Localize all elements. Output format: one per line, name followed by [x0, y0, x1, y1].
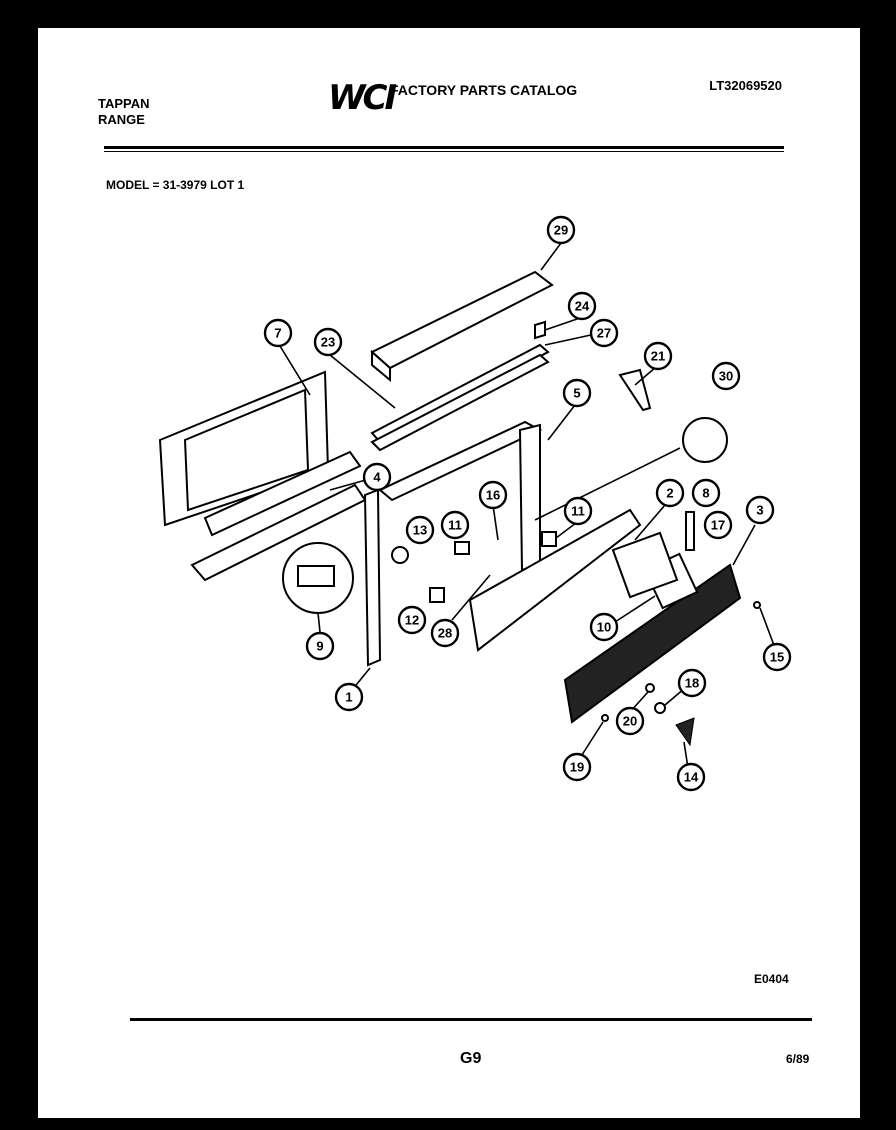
- part-9-block: [297, 565, 335, 587]
- part-2-panel: [468, 508, 642, 652]
- callout-14: 14: [676, 762, 706, 792]
- svg-text:9: 9: [316, 639, 323, 654]
- svg-text:28: 28: [438, 626, 452, 641]
- callout-11b: 11: [563, 496, 593, 526]
- callout-5: 5: [562, 378, 592, 408]
- callout-12: 12: [397, 605, 427, 635]
- callout-30: 30: [711, 361, 741, 391]
- part-15-screw: [753, 601, 761, 609]
- callout-2: 2: [655, 478, 685, 508]
- svg-text:3: 3: [756, 503, 763, 518]
- exploded-parts-diagram: 29 24 27 7 23 21 30 5 4 16 2 8 13 11 11 …: [158, 215, 792, 792]
- callout-8: 8: [691, 478, 721, 508]
- svg-text:8: 8: [702, 486, 709, 501]
- svg-text:13: 13: [413, 523, 427, 538]
- part-5-post: [518, 423, 541, 572]
- part-21-hook: [618, 368, 652, 412]
- svg-text:16: 16: [486, 488, 500, 503]
- part-12-switch: [429, 587, 445, 603]
- svg-text:12: 12: [405, 613, 419, 628]
- part-14-knob: [675, 717, 695, 747]
- wci-logo: WCI: [328, 78, 397, 118]
- part-20-washer: [645, 683, 655, 693]
- diagram-code: E0404: [754, 972, 789, 986]
- part-19-screw: [601, 714, 609, 722]
- callout-17: 17: [703, 510, 733, 540]
- part-27-rail-lower: [370, 353, 550, 452]
- header-rule-thin: [104, 151, 784, 152]
- svg-text:11: 11: [571, 504, 585, 519]
- callout-29: 29: [546, 215, 576, 245]
- svg-text:30: 30: [719, 369, 733, 384]
- callout-21: 21: [643, 341, 673, 371]
- brand-line1: TAPPAN: [98, 96, 150, 111]
- part-24-clip: [534, 320, 546, 340]
- callout-18: 18: [677, 668, 707, 698]
- callout-1: 1: [334, 682, 364, 712]
- callout-27: 27: [589, 318, 619, 348]
- callout-3: 3: [745, 495, 775, 525]
- catalog-date: 6/89: [786, 1052, 810, 1066]
- part-17-bar: [685, 511, 695, 551]
- svg-text:21: 21: [651, 349, 665, 364]
- callout-13: 13: [405, 515, 435, 545]
- header-rule: [104, 146, 784, 149]
- svg-text:5: 5: [573, 386, 580, 401]
- callout-7: 7: [263, 318, 293, 348]
- svg-text:20: 20: [623, 714, 637, 729]
- svg-text:1: 1: [345, 690, 352, 705]
- callout-19: 19: [562, 752, 592, 782]
- svg-text:7: 7: [274, 326, 281, 341]
- svg-text:27: 27: [597, 326, 611, 341]
- part-30-inset: [682, 417, 728, 463]
- part-7-window: [183, 388, 310, 512]
- svg-text:10: 10: [597, 620, 611, 635]
- catalog-number: LT32069520: [709, 78, 782, 93]
- part-13-knob: [391, 546, 409, 564]
- svg-text:23: 23: [321, 335, 335, 350]
- svg-text:29: 29: [554, 223, 568, 238]
- svg-text:24: 24: [575, 299, 590, 314]
- callout-16: 16: [478, 480, 508, 510]
- callout-10: 10: [589, 612, 619, 642]
- part-11-clip-b: [541, 531, 557, 547]
- catalog-page: TAPPAN RANGE WCI FACTORY PARTS CATALOG L…: [38, 28, 860, 1118]
- part-11-clip: [454, 541, 470, 555]
- part-1-bracket: [363, 488, 382, 667]
- svg-text:15: 15: [770, 650, 784, 665]
- callout-9: 9: [305, 631, 335, 661]
- brand-block: TAPPAN RANGE: [98, 96, 150, 127]
- part-4-trim: [203, 450, 362, 537]
- callout-15: 15: [762, 642, 792, 672]
- callout-24: 24: [567, 291, 597, 321]
- callout-28: 28: [430, 618, 460, 648]
- callout-11a: 11: [440, 510, 470, 540]
- part-29-flange: [371, 349, 391, 383]
- svg-text:14: 14: [684, 770, 699, 785]
- page-number: G9: [460, 1050, 482, 1067]
- callout-4: 4: [362, 462, 392, 492]
- svg-text:19: 19: [570, 760, 584, 775]
- footer-rule: [130, 1018, 812, 1021]
- callout-20: 20: [615, 706, 645, 736]
- svg-text:11: 11: [448, 518, 462, 533]
- part-18-washer: [654, 702, 666, 714]
- brand-line2: RANGE: [98, 111, 145, 127]
- catalog-title: FACTORY PARTS CATALOG: [390, 82, 578, 98]
- svg-text:18: 18: [685, 676, 699, 691]
- svg-text:17: 17: [711, 518, 725, 533]
- part-8-lamp: [611, 531, 679, 599]
- svg-text:4: 4: [373, 470, 381, 485]
- model-line: MODEL = 31-3979 LOT 1: [106, 178, 245, 192]
- svg-text:2: 2: [666, 486, 673, 501]
- callout-23: 23: [313, 327, 343, 357]
